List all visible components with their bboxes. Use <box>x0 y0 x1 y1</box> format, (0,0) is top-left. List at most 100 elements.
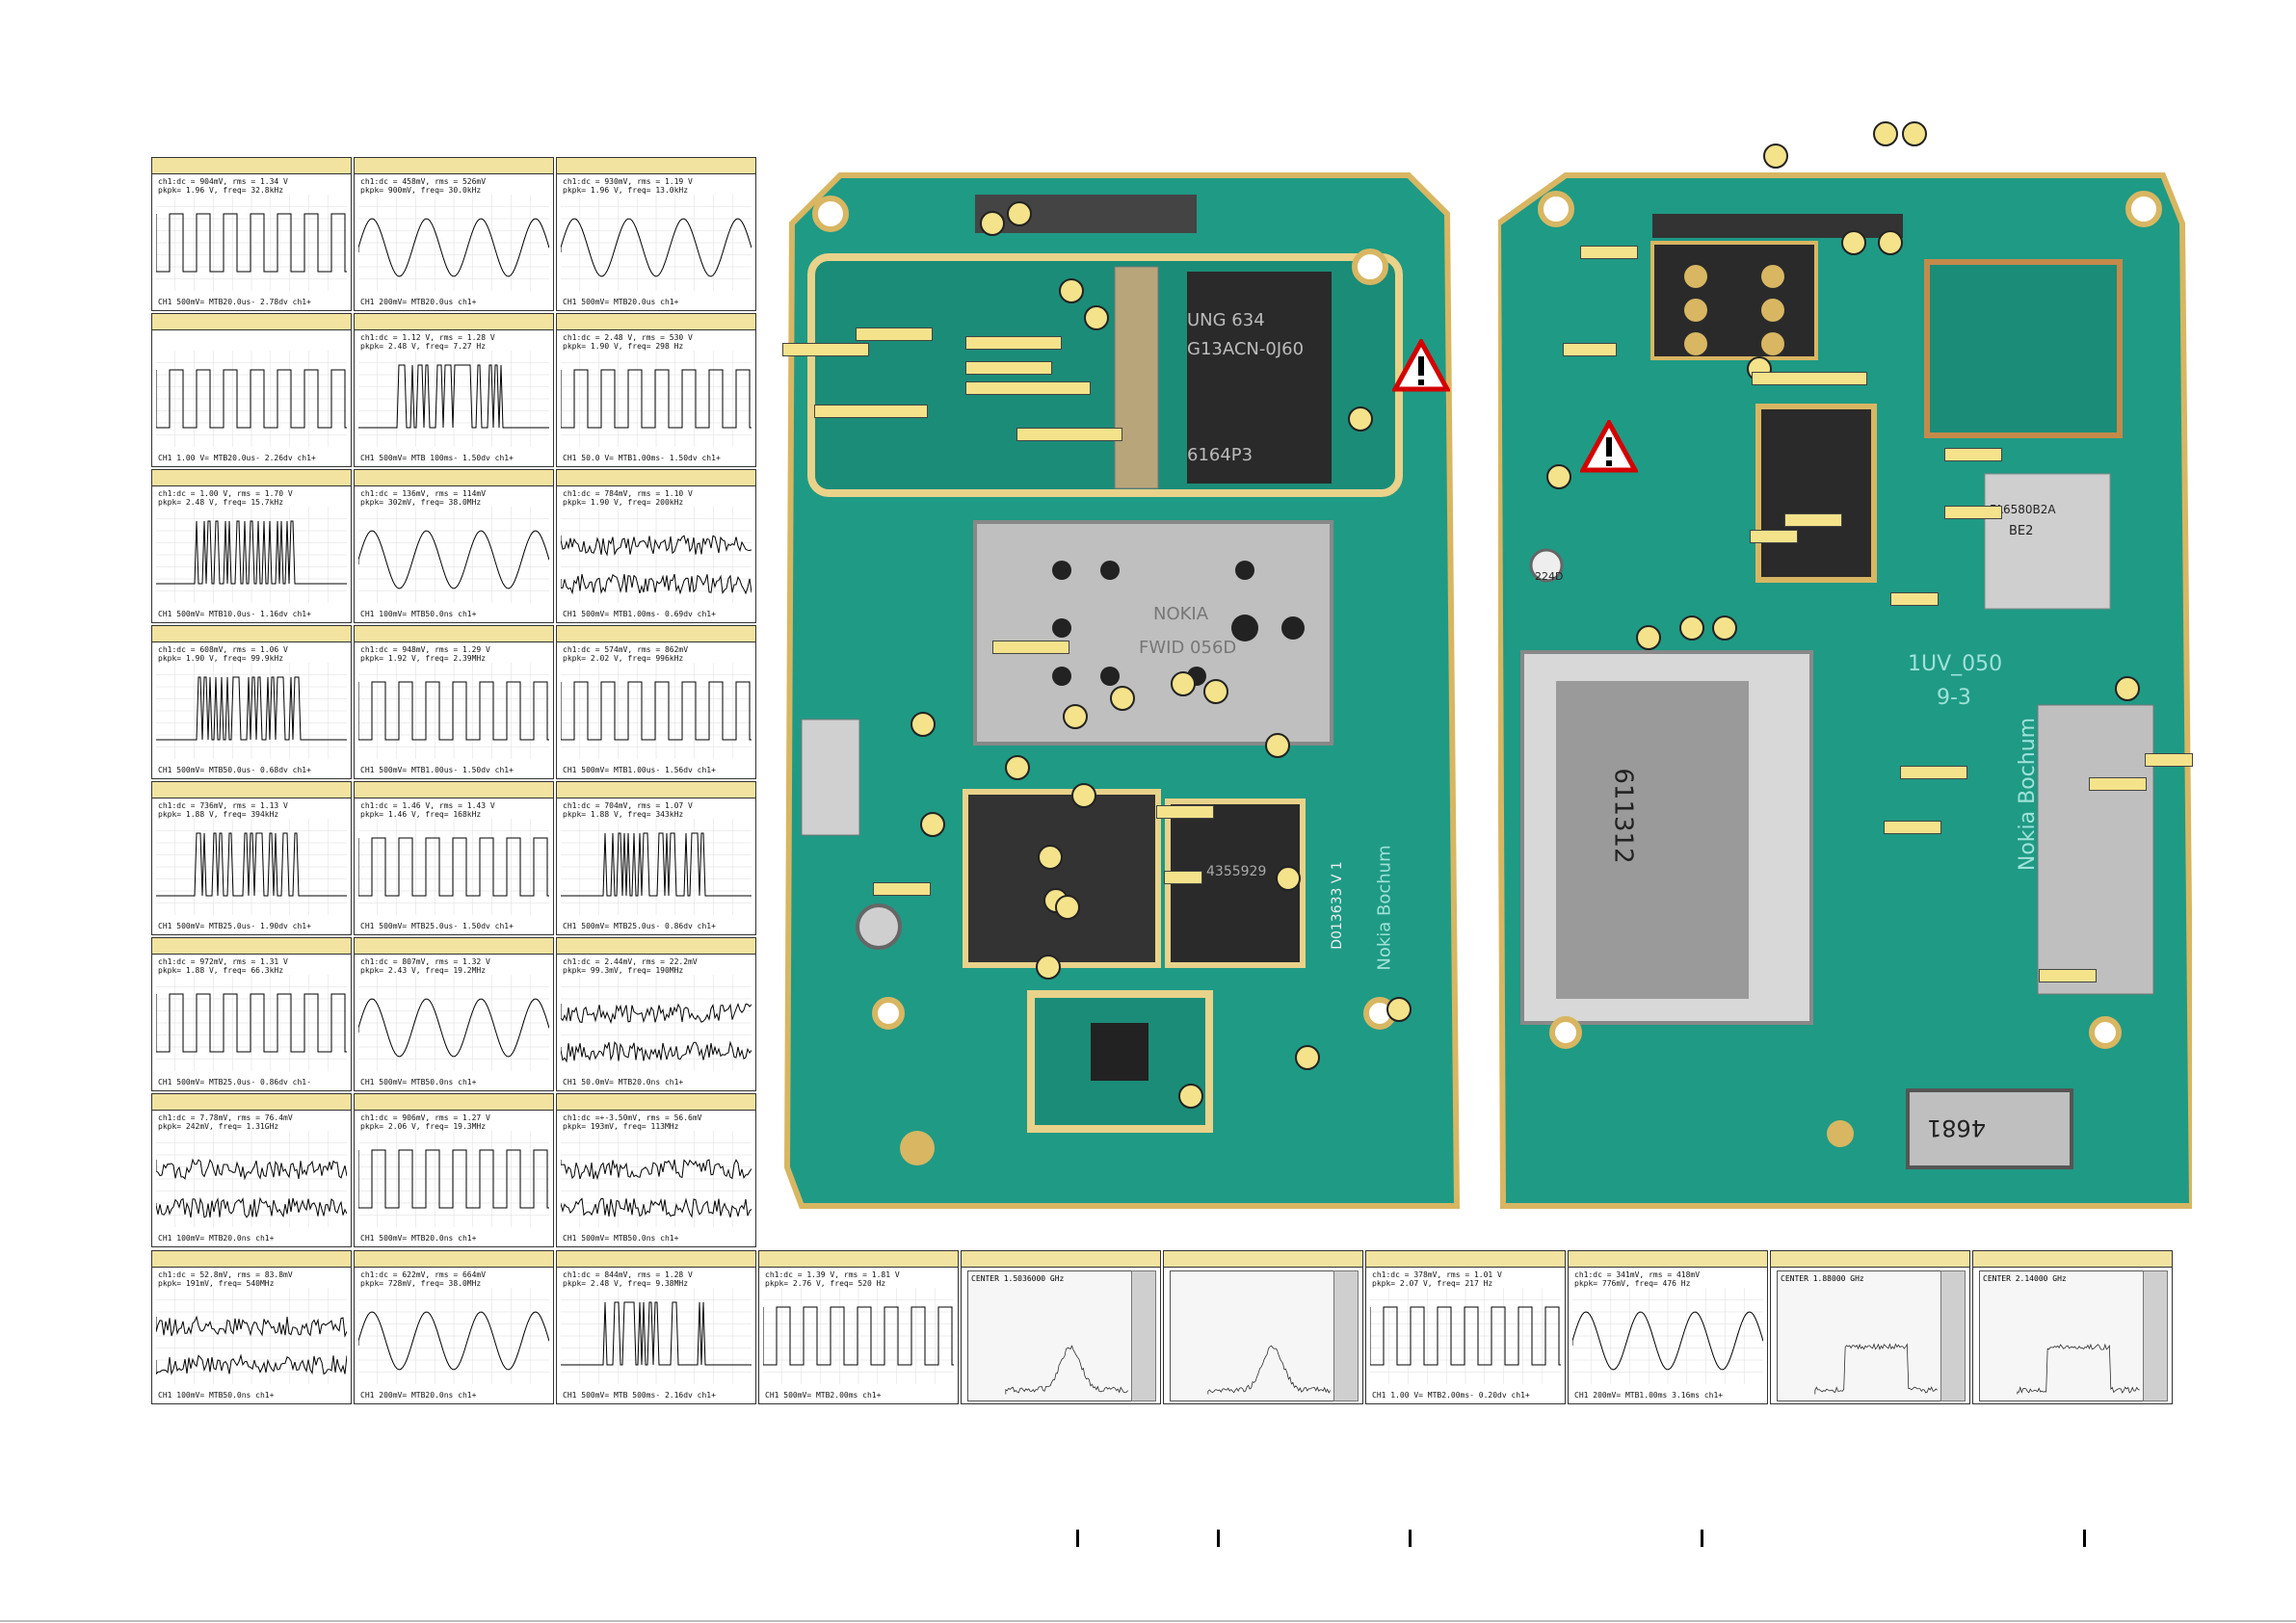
measurement-line-2: pkpk= 1.88 V, freq= 66.3kHz <box>158 966 284 975</box>
tick-mark <box>1217 1530 1220 1547</box>
callout-label-box <box>965 336 1062 350</box>
spectrum-screen <box>1170 1270 1337 1401</box>
bottom-rule <box>0 1620 2296 1622</box>
pcb-side-b: 1UV_050 9-3 Nokia Bochum 611312 4681 224… <box>1494 166 2196 1225</box>
callout-label-box <box>2145 753 2193 767</box>
silk-sd-label: 611312 <box>1608 768 1638 864</box>
callout-marker <box>1902 121 1927 146</box>
spectrum-tile <box>1163 1250 1363 1404</box>
measurement-line-1: ch1:dc = 704mV, rms = 1.07 V <box>563 801 693 810</box>
measurement-line-2: pkpk= 1.88 V, freq= 394kHz <box>158 810 279 819</box>
silk-chip-label-3: 6164P3 <box>1187 445 1254 465</box>
measurement-line-2: pkpk= 2.02 V, freq= 996kHz <box>563 654 684 663</box>
softkey-panel <box>2143 1270 2168 1401</box>
measurement-line-2: pkpk= 99.3mV, freq= 190MHz <box>563 966 684 975</box>
callout-marker <box>1059 278 1084 303</box>
waveform <box>156 507 347 603</box>
measurement-line-1: ch1:dc = 948mV, rms = 1.29 V <box>360 645 490 654</box>
tick-mark <box>1701 1530 1703 1547</box>
callout-label-box <box>2039 969 2097 982</box>
spectrum-tile: CENTER 2.14000 GHz <box>1972 1250 2173 1404</box>
tick-mark <box>2083 1530 2086 1547</box>
measurement-line-2: pkpk= 1.92 V, freq= 2.39MHz <box>360 654 487 663</box>
tick-mark <box>1076 1530 1079 1547</box>
tile-header <box>557 1094 755 1111</box>
callout-marker <box>910 712 936 737</box>
scale-footer: CH1 500mV= MTB20.0us ch1+ <box>563 298 679 306</box>
scale-footer: CH1 500mV= MTB10.0us- 1.16dv ch1+ <box>158 610 311 618</box>
tile-header <box>152 782 351 798</box>
callout-label-box <box>1563 343 1617 356</box>
center-frequency: 2.14000 GHz <box>2015 1274 2067 1283</box>
spectrum-screen <box>1979 1270 2147 1401</box>
tile-header <box>355 1251 553 1268</box>
measurement-line-2: pkpk= 191mV, freq= 540MHz <box>158 1279 275 1288</box>
spectrum-tile: CENTER 1.88000 GHz <box>1770 1250 1970 1404</box>
tile-header <box>557 938 755 955</box>
measurement-line-1: ch1:dc = 341mV, rms = 418mV <box>1574 1270 1701 1279</box>
callout-label-box <box>782 343 869 356</box>
waveform <box>358 663 549 759</box>
callout-label-box <box>2089 777 2147 791</box>
center-frequency: 1.88000 GHz <box>1812 1274 1864 1283</box>
measurement-line-2: pkpk= 1.90 V, freq= 200kHz <box>563 498 684 507</box>
callout-label-box <box>992 641 1069 654</box>
measurement-line-1: ch1:dc = 458mV, rms = 526mV <box>360 177 487 186</box>
tile-header <box>152 938 351 955</box>
tile-header <box>759 1251 958 1268</box>
silk-part-b: D013633 V 1 <box>1329 861 1345 950</box>
center-label: CENTER <box>1983 1274 2011 1283</box>
softkey-panel <box>1940 1270 1966 1401</box>
center-frequency: 1.5036000 GHz <box>1003 1274 1065 1283</box>
measurement-line-1: ch1:dc = 904mV, rms = 1.34 V <box>158 177 288 186</box>
callout-marker <box>1873 121 1898 146</box>
tile-header <box>152 1251 351 1268</box>
silk-chip-label-2: G13ACN-0J60 <box>1187 339 1305 359</box>
callout-label-box <box>1784 513 1842 527</box>
waveform <box>156 195 347 291</box>
measurement-line-2: pkpk= 2.06 V, freq= 19.3MHz <box>360 1122 487 1131</box>
silk-module-label: FA6580B2A <box>1990 503 2056 516</box>
measurement-line-2: pkpk= 193mV, freq= 113MHz <box>563 1122 679 1131</box>
warning-icon <box>1392 339 1450 392</box>
waveform <box>156 351 347 447</box>
scale-footer: CH1 200mV= MTB20.0ns ch1+ <box>360 1391 477 1400</box>
spectrum-tile: CENTER 1.5036000 GHz <box>961 1250 1161 1404</box>
spectrum-center: CENTER 2.14000 GHz <box>1983 1274 2067 1283</box>
waveform <box>763 1288 954 1384</box>
measurement-line-2: pkpk= 2.07 V, freq= 217 Hz <box>1372 1279 1493 1288</box>
waveform <box>561 507 752 603</box>
silk-module-label-2: BE2 <box>2009 524 2034 538</box>
measurement-line-1: ch1:dc = 7.78mV, rms = 76.4mV <box>158 1113 293 1122</box>
callout-marker <box>1110 686 1135 711</box>
tile-header <box>557 314 755 330</box>
measurement-line-1: ch1:dc = 930mV, rms = 1.19 V <box>563 177 693 186</box>
scale-footer: CH1 100mV= MTB50.0ns ch1+ <box>360 610 477 618</box>
callout-marker <box>920 812 945 837</box>
callout-marker <box>1763 144 1788 169</box>
callout-marker <box>1005 755 1030 780</box>
silk-code: 1UV_050 <box>1908 652 2003 676</box>
callout-marker <box>1878 230 1903 255</box>
spectrum-center: CENTER 1.5036000 GHz <box>971 1274 1064 1283</box>
callout-marker <box>1276 866 1301 891</box>
measurement-line-1: ch1:dc = 136mV, rms = 114mV <box>360 489 487 498</box>
scale-footer: CH1 200mV= MTB1.00ms 3.16ms ch1+ <box>1574 1391 1724 1400</box>
tile-header <box>557 626 755 642</box>
waveform <box>561 1131 752 1227</box>
waveform <box>156 1131 347 1227</box>
waveform <box>358 975 549 1071</box>
tile-header <box>557 1251 755 1268</box>
